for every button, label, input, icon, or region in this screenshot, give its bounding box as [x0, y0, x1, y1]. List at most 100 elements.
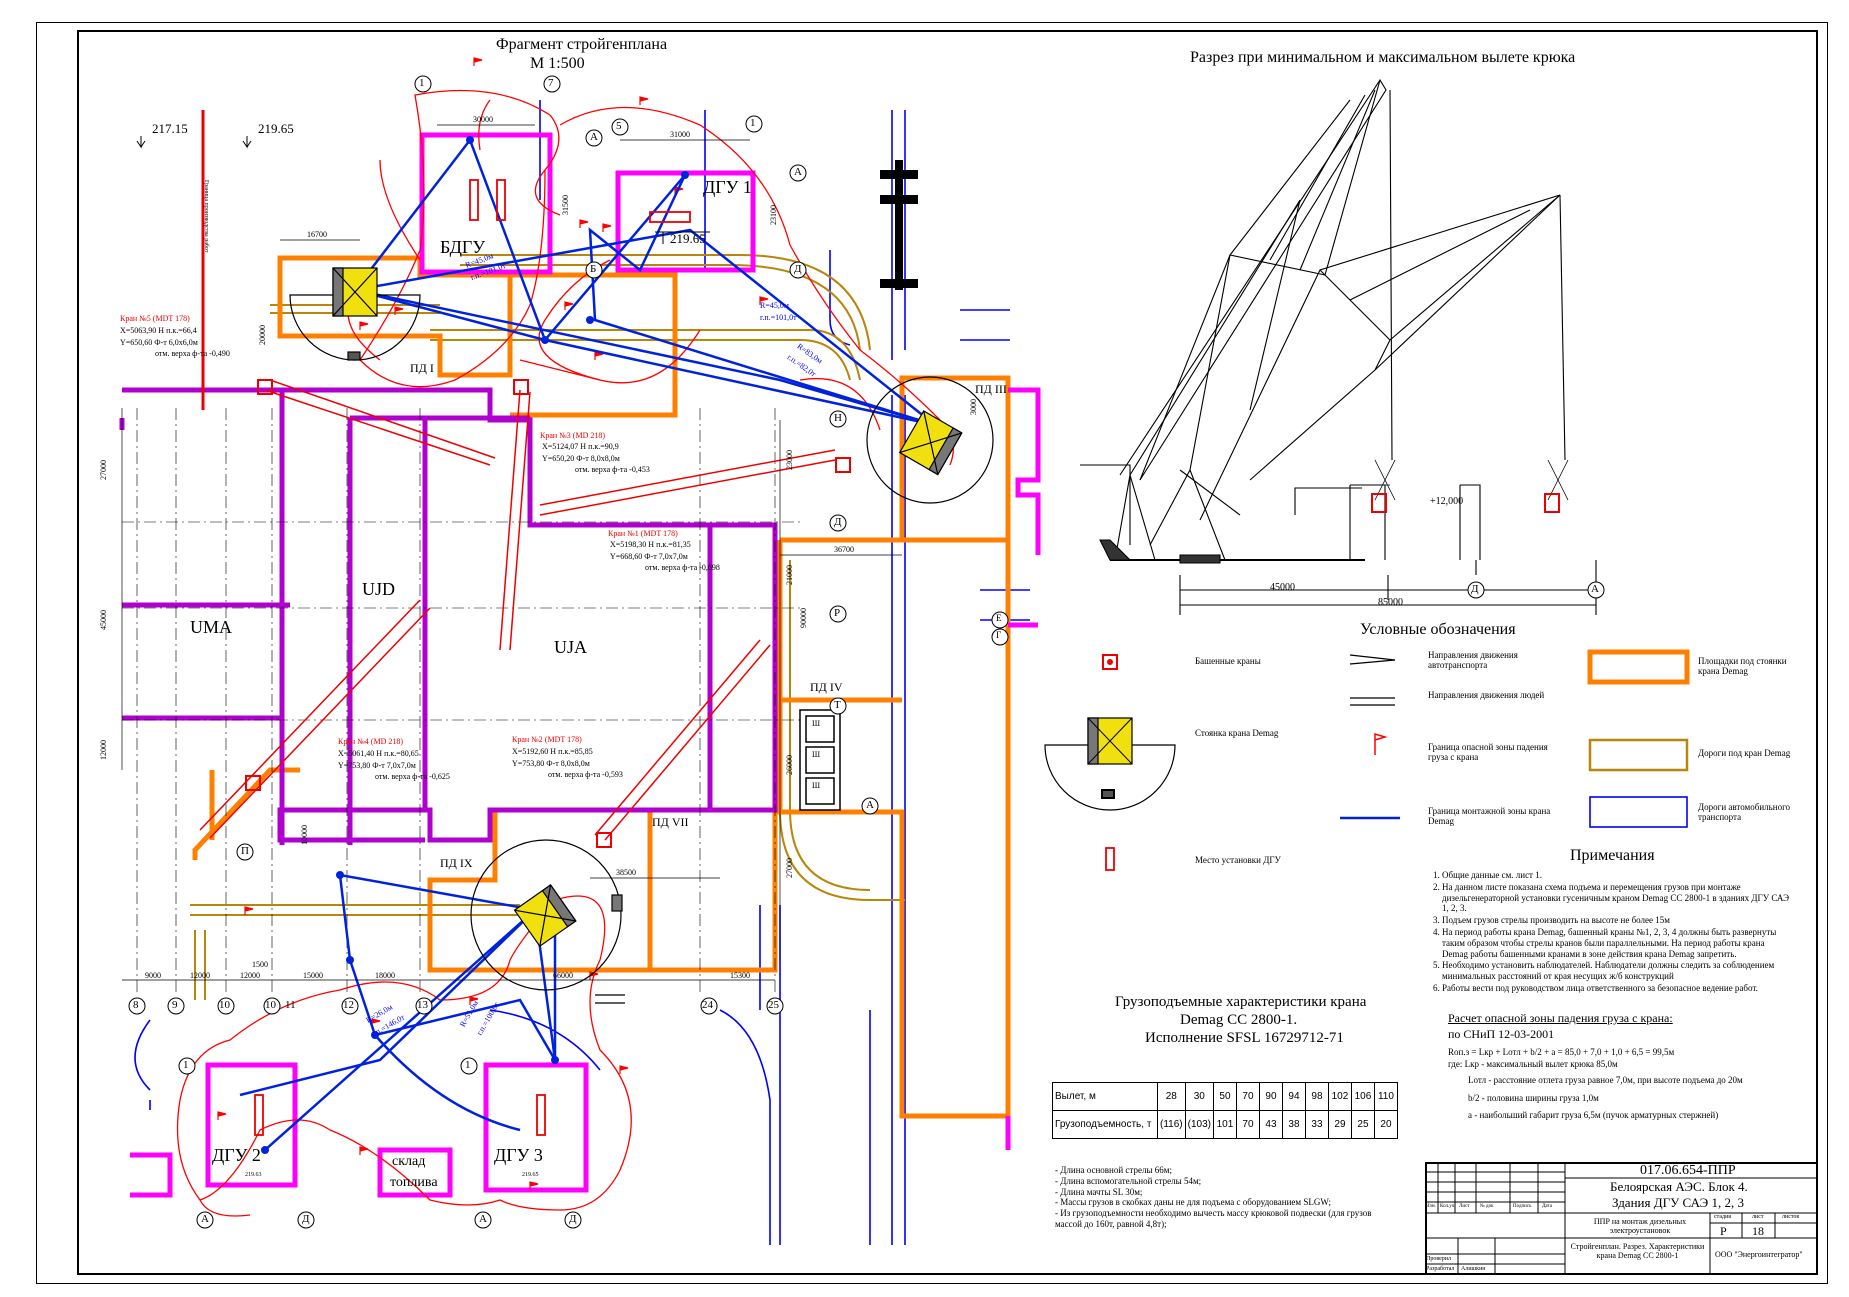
axis-letter-b: Б	[590, 263, 597, 275]
section-axis-2: А	[1591, 583, 1599, 595]
level-mark-2: 219.65	[258, 121, 294, 136]
axis-letter-a4: А	[201, 1213, 209, 1225]
reach-cell: 98	[1304, 1082, 1329, 1111]
capacity-cell: 70	[1235, 1110, 1260, 1139]
pad-4: ПД IV	[810, 680, 843, 694]
chars-notes: - Длина основной стрелы 66м; - Длина всп…	[1055, 1165, 1395, 1230]
axis-top-3: 5	[616, 120, 622, 132]
reach-cell: 106	[1350, 1082, 1375, 1111]
section-level: +12,000	[1430, 496, 1464, 507]
col-doc: № док	[1480, 1204, 1494, 1209]
note-6: Работы вести под руководством лица ответ…	[1442, 983, 1790, 994]
organization: ООО "Энергоинтегратор"	[1715, 1250, 1803, 1259]
outer-frame	[36, 22, 1828, 1284]
capacity-cell: 101	[1212, 1110, 1237, 1139]
grid-lines	[122, 408, 800, 995]
doc-code: 017.06.654-ППР	[1640, 1163, 1736, 1178]
buildings	[119, 387, 778, 845]
pad-9: ПД IX	[440, 856, 473, 870]
axis-bottom-24: 24	[702, 999, 713, 1011]
crane2-xy: X=5192,60 Н п.к.=85,85	[512, 747, 593, 756]
axis-letter-1b: 1	[465, 1059, 471, 1071]
car-roads	[134, 100, 1030, 1245]
crane3-y: Y=650,20 Ф-т 8,0х8,0м	[542, 454, 620, 463]
dim-15300: 15300	[730, 971, 750, 980]
dgu-marks	[254, 179, 691, 1136]
dim-66000: 66000	[553, 971, 573, 980]
chars-note-2: - Длина вспомогательной стрелы 54м;	[1055, 1175, 1202, 1186]
transformer-1: Ш	[812, 719, 821, 728]
legend-mount-zone: Граница монтажной зоны крана Demag	[1428, 806, 1551, 827]
crane4-name: Кран №4 (MD 218)	[338, 737, 404, 746]
legend-people-direction: Направления движения людей	[1428, 690, 1545, 700]
building-dgu2: ДГУ 2	[212, 1145, 261, 1165]
chars-title-3: Исполнение SFSL 16729712-71	[1145, 1030, 1344, 1046]
legend-tower-cranes: Башенные краны	[1195, 656, 1261, 666]
axis-letter-r: Р	[834, 607, 841, 619]
notes-title: Примечания	[1570, 847, 1655, 864]
building-uma: UMA	[190, 617, 233, 637]
object-line-1: Белоярская АЭС. Блок 4.	[1610, 1179, 1748, 1194]
pad-3: ПД III	[975, 382, 1007, 396]
fuel-store-2: топлива	[390, 1175, 438, 1190]
fuel-store-1: склад	[392, 1154, 426, 1169]
legend-crane-stand: Стоянка крана Demag	[1195, 728, 1279, 738]
axis-bottom-25: 25	[768, 999, 779, 1011]
level-dgu3: 219.65	[522, 1172, 539, 1178]
crane2-mark: отм. верха ф-та -0,593	[548, 770, 623, 779]
crane-load-table: Вылет, м 28 30 50 70 90 94 98 102 106 11…	[1052, 1082, 1398, 1139]
dim-15000: 15000	[303, 971, 323, 980]
dim-31000: 31000	[670, 130, 690, 139]
developed-label: Разработал	[1426, 1266, 1455, 1272]
stage-value: Р	[1720, 1224, 1727, 1238]
crane1-mark: отм. верха ф-та -0,698	[645, 563, 720, 572]
axis-bottom-9: 9	[172, 999, 178, 1011]
radius-2: R=45,0м	[760, 301, 789, 310]
capacity-cell: 43	[1258, 1110, 1283, 1139]
col-qty: Кол.уч	[1440, 1204, 1455, 1209]
crane5-mark: отм. верха ф-та -0,490	[155, 349, 230, 358]
axis-bottom-10b: 10	[265, 999, 276, 1011]
mount-zone-points	[261, 136, 689, 1154]
axis-top-4: 1	[750, 117, 756, 129]
dim-1500: 1500	[252, 960, 268, 969]
dim-12000a: 12000	[190, 971, 210, 980]
legend-title: Условные обозначения	[1360, 621, 1516, 638]
capacity-cell: 29	[1327, 1110, 1352, 1139]
checked-label: Проверил	[1426, 1256, 1451, 1262]
dimension-lines	[121, 124, 902, 981]
pad-7: ПД VII	[652, 815, 689, 829]
dim-18000: 18000	[375, 971, 395, 980]
axis-bottom-10a: 10	[219, 999, 230, 1011]
section-hooks	[1371, 493, 1560, 513]
note-5: Необходимо установить наблюдателей. Набл…	[1442, 960, 1790, 982]
legend-vehicle-direction: Направления движения автотранспорта	[1428, 650, 1518, 671]
building-ujd: UJD	[362, 579, 396, 599]
axis-letter-1a: 1	[183, 1059, 189, 1071]
dim-12000b: 12000	[240, 971, 260, 980]
col-sign: Подпись	[1513, 1204, 1532, 1209]
crane3-xy: X=5124,07 Н п.к.=90,9	[542, 442, 619, 451]
drawing-title: Стройгенплан. Разрез. Характеристики кра…	[1570, 1242, 1705, 1260]
traffic-arrows	[595, 994, 625, 1004]
crane4-mark: отм. верха ф-та -0,625	[375, 772, 450, 781]
reach-cell: 70	[1235, 1082, 1260, 1111]
legend-graphics	[1044, 649, 1690, 871]
crawler-crane-stand-1	[289, 267, 421, 361]
chars-title-2: Demag CC 2800-1.	[1180, 1012, 1298, 1028]
crane4-y: Y=753,80 Ф-т 7,0х7,0м	[338, 761, 416, 770]
section-axis-1: Д	[1471, 583, 1479, 595]
axis-letter-n: Н	[834, 412, 842, 424]
capacity-cell: 25	[1350, 1110, 1375, 1139]
dim-30000: 30000	[473, 115, 493, 124]
crawler-crane-stand-2	[866, 376, 994, 504]
dim-36700: 36700	[834, 545, 854, 554]
chars-title-1: Грузоподъемные характеристики крана	[1115, 994, 1367, 1010]
crane5-name: Кран №5 (MDT 178)	[120, 314, 190, 323]
axis-bottom-11: 11	[285, 999, 296, 1011]
transformers	[799, 709, 841, 811]
chars-note-1: - Длина основной стрелы 66м;	[1055, 1165, 1172, 1175]
note-3: Подъем грузов стрелы производить на высо…	[1442, 915, 1790, 926]
note-1: Общие данные см. лист 1.	[1442, 870, 1790, 881]
